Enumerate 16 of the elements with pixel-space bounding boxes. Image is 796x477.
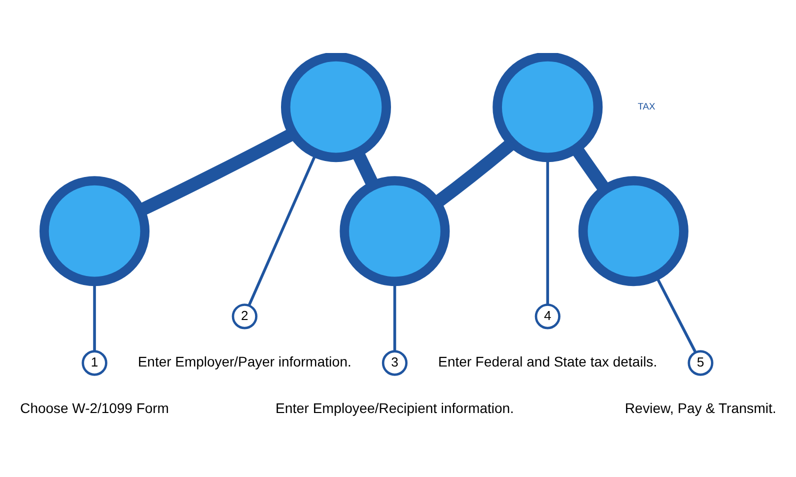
node-circle <box>40 176 150 286</box>
node-label: Choose W-2/1099 Form <box>20 399 169 416</box>
node-circle <box>340 176 450 286</box>
node-circle: 1 <box>82 350 108 376</box>
node-circle <box>492 52 603 162</box>
node-circle: 5 <box>688 350 714 376</box>
node-label: Enter Employer/Payer information. <box>138 352 352 369</box>
node-label: Review, Pay & Transmit. <box>624 399 776 416</box>
node-label: Enter Employee/Recipient information. <box>276 399 514 416</box>
label: TAX <box>638 100 656 111</box>
node-circle: 2 <box>232 303 258 329</box>
node-circle <box>578 176 688 286</box>
node-circle: 3 <box>382 350 408 376</box>
node-circle: 4 <box>534 303 560 329</box>
node-label: Enter Federal and State tax details. <box>438 352 658 369</box>
node-circle <box>281 52 391 162</box>
